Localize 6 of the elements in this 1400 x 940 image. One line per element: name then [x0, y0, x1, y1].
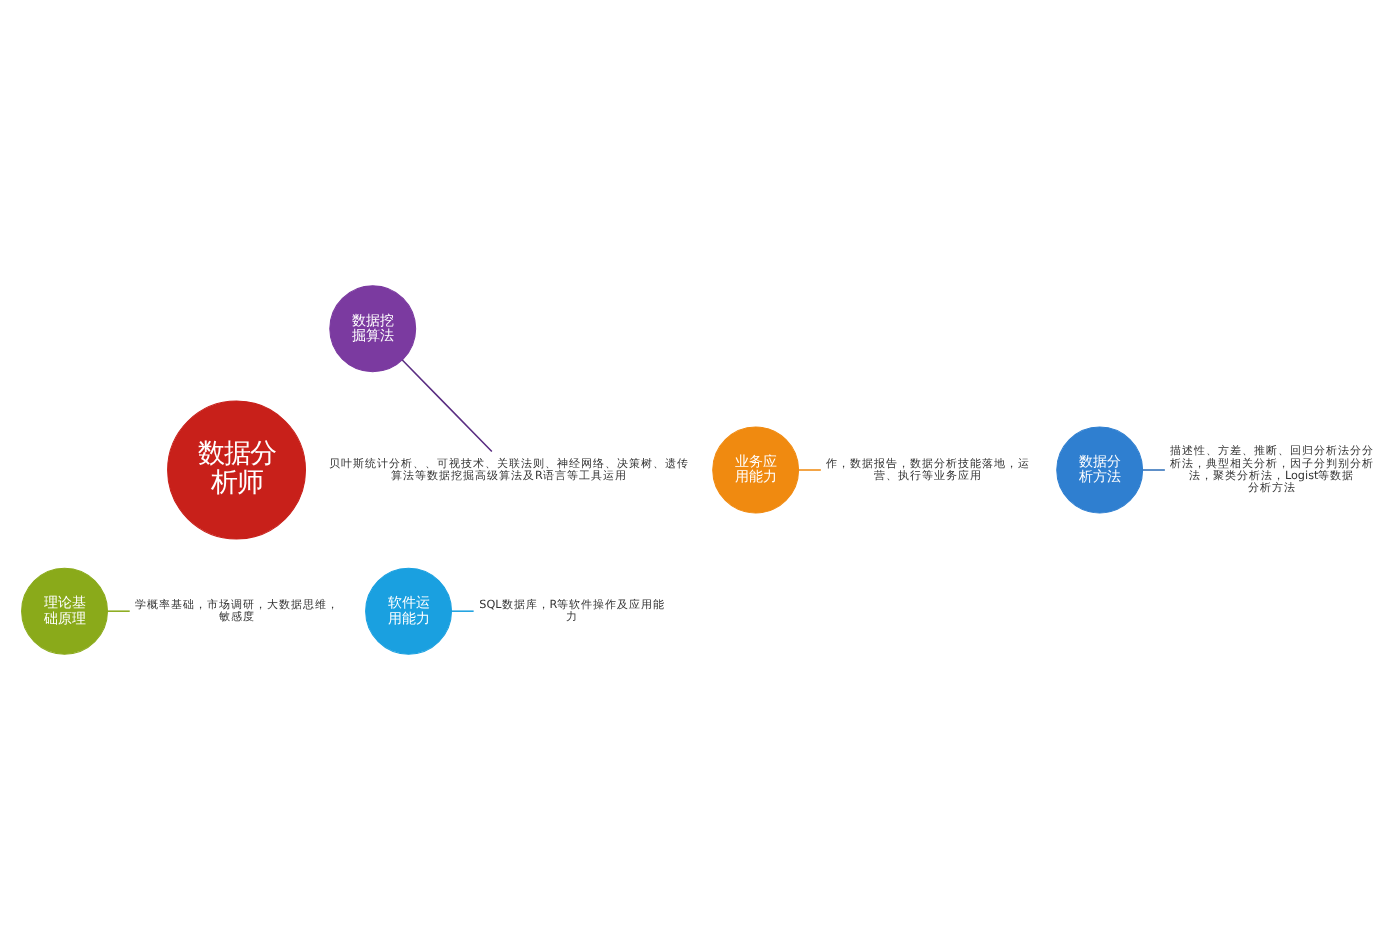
- connector: [1141, 469, 1166, 471]
- connector: [450, 610, 475, 612]
- connector: [401, 359, 493, 453]
- connector: [797, 469, 822, 471]
- connector: [106, 610, 131, 612]
- node-circle: 数据分析师: [167, 400, 306, 540]
